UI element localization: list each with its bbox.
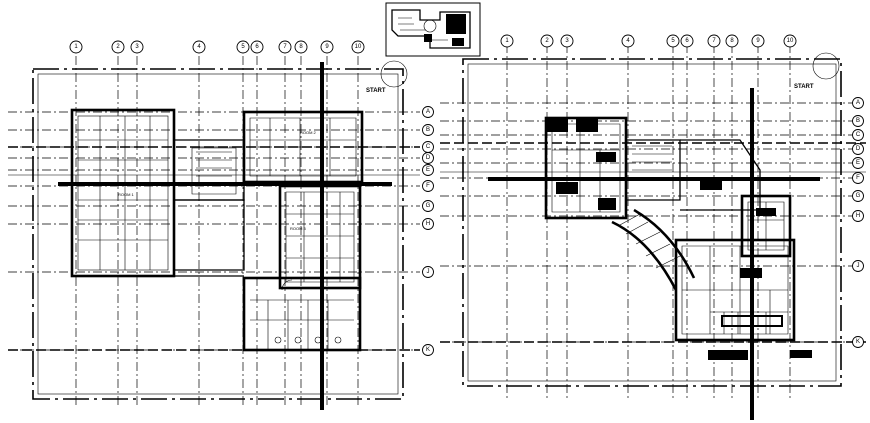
left-col-bubble-10: 10 bbox=[351, 40, 365, 54]
left-col-bubble-3: 3 bbox=[130, 40, 144, 54]
left-col-bubble-4: 4 bbox=[192, 40, 206, 54]
left-row-bubble-G: G bbox=[422, 200, 434, 212]
right-row-bubble-H: H bbox=[852, 210, 864, 222]
key-plan-thumbnail bbox=[385, 2, 481, 57]
right-row-label: F bbox=[856, 175, 860, 181]
right-row-bubble-C: C bbox=[852, 129, 864, 141]
right-row-label: K bbox=[856, 339, 860, 345]
right-row-bubble-D: D bbox=[852, 143, 864, 155]
left-row-label: C bbox=[426, 144, 431, 150]
right-col-label: 2 bbox=[545, 38, 549, 44]
right-row-label: E bbox=[856, 160, 860, 166]
left-room-label-2: ROOM 2 bbox=[300, 130, 317, 135]
left-row-label: A bbox=[426, 109, 430, 115]
left-room-label-3: ROOM 3 bbox=[290, 226, 307, 231]
right-row-label: B bbox=[856, 118, 860, 124]
left-col-label: 8 bbox=[299, 44, 303, 50]
right-row-label: J bbox=[857, 263, 860, 269]
right-col-bubble-4: 4 bbox=[621, 34, 635, 48]
left-row-label: F bbox=[426, 183, 430, 189]
right-row-label: C bbox=[856, 132, 861, 138]
right-row-bubble-K: K bbox=[852, 336, 864, 348]
right-col-bubble-9: 9 bbox=[751, 34, 765, 48]
right-plan: START 1 2 3 4 5 6 7 8 9 10 A B C D E F G H J K bbox=[440, 34, 866, 420]
left-row-bubble-C: C bbox=[422, 141, 434, 153]
right-row-label: D bbox=[856, 146, 861, 152]
left-row-bubble-F: F bbox=[422, 180, 434, 192]
left-col-label: 4 bbox=[197, 44, 201, 50]
right-col-label: 4 bbox=[626, 38, 630, 44]
left-col-bubble-5: 5 bbox=[236, 40, 250, 54]
left-room-block-1 bbox=[70, 108, 176, 278]
left-row-bubble-J: J bbox=[422, 266, 434, 278]
right-col-label: 3 bbox=[565, 38, 569, 44]
right-curved-corridor bbox=[611, 220, 678, 291]
right-col-label: 5 bbox=[671, 38, 675, 44]
left-site-boundary bbox=[32, 68, 404, 400]
left-col-label: 3 bbox=[135, 44, 139, 50]
right-col-label: 1 bbox=[505, 38, 509, 44]
right-row-label: H bbox=[856, 213, 860, 219]
right-row-bubble-E: E bbox=[852, 157, 864, 169]
left-row-bubble-K: K bbox=[422, 344, 434, 356]
left-start-label: START bbox=[366, 88, 386, 94]
left-col-bubble-6: 6 bbox=[250, 40, 264, 54]
left-row-label: E bbox=[426, 167, 430, 173]
left-row-label: B bbox=[426, 127, 430, 133]
left-row-bubble-H: H bbox=[422, 218, 434, 230]
left-col-bubble-2: 2 bbox=[111, 40, 125, 54]
right-col-label: 10 bbox=[787, 38, 794, 44]
left-col-bubble-9: 9 bbox=[320, 40, 334, 54]
right-block-3 bbox=[674, 238, 796, 342]
left-row-label: K bbox=[426, 347, 430, 353]
left-plan: START ROOM 1 ROOM 2 ROOM 3 1 2 3 4 5 6 7 8 9 10 A… bbox=[8, 40, 434, 410]
right-col-label: 7 bbox=[712, 38, 716, 44]
right-col-bubble-6: 6 bbox=[680, 34, 694, 48]
left-col-bubble-8: 8 bbox=[294, 40, 308, 54]
right-row-bubble-J: J bbox=[852, 260, 864, 272]
left-col-label: 6 bbox=[255, 44, 259, 50]
left-col-label: 10 bbox=[355, 44, 362, 50]
right-col-bubble-3: 3 bbox=[560, 34, 574, 48]
right-start-label: START bbox=[794, 84, 814, 90]
left-row-bubble-A: A bbox=[422, 106, 434, 118]
right-site-boundary bbox=[462, 58, 842, 387]
right-col-bubble-5: 5 bbox=[666, 34, 680, 48]
right-row-bubble-G: G bbox=[852, 190, 864, 202]
right-col-label: 6 bbox=[685, 38, 689, 44]
right-col-bubble-7: 7 bbox=[707, 34, 721, 48]
right-col-bubble-8: 8 bbox=[725, 34, 739, 48]
right-row-bubble-B: B bbox=[852, 115, 864, 127]
left-col-bubble-7: 7 bbox=[278, 40, 292, 54]
left-row-label: H bbox=[426, 221, 430, 227]
right-col-label: 8 bbox=[730, 38, 734, 44]
right-row-label: G bbox=[856, 193, 861, 199]
left-row-bubble-E: E bbox=[422, 164, 434, 176]
left-col-label: 9 bbox=[325, 44, 329, 50]
left-col-label: 2 bbox=[116, 44, 120, 50]
right-row-bubble-F: F bbox=[852, 172, 864, 184]
left-row-label: D bbox=[426, 155, 431, 161]
right-col-label: 9 bbox=[756, 38, 760, 44]
left-room-label-1: ROOM 1 bbox=[118, 192, 135, 197]
left-col-label: 5 bbox=[241, 44, 245, 50]
left-row-label: J bbox=[427, 269, 430, 275]
left-col-bubble-1: 1 bbox=[69, 40, 83, 54]
right-col-bubble-2: 2 bbox=[540, 34, 554, 48]
left-row-bubble-D: D bbox=[422, 152, 434, 164]
right-col-bubble-10: 10 bbox=[783, 34, 797, 48]
left-row-label: G bbox=[426, 203, 431, 209]
right-row-label: A bbox=[856, 100, 860, 106]
left-col-label: 1 bbox=[74, 44, 78, 50]
left-row-bubble-B: B bbox=[422, 124, 434, 136]
left-col-label: 7 bbox=[283, 44, 287, 50]
right-col-bubble-1: 1 bbox=[500, 34, 514, 48]
right-block-2 bbox=[740, 194, 792, 258]
right-row-bubble-A: A bbox=[852, 97, 864, 109]
